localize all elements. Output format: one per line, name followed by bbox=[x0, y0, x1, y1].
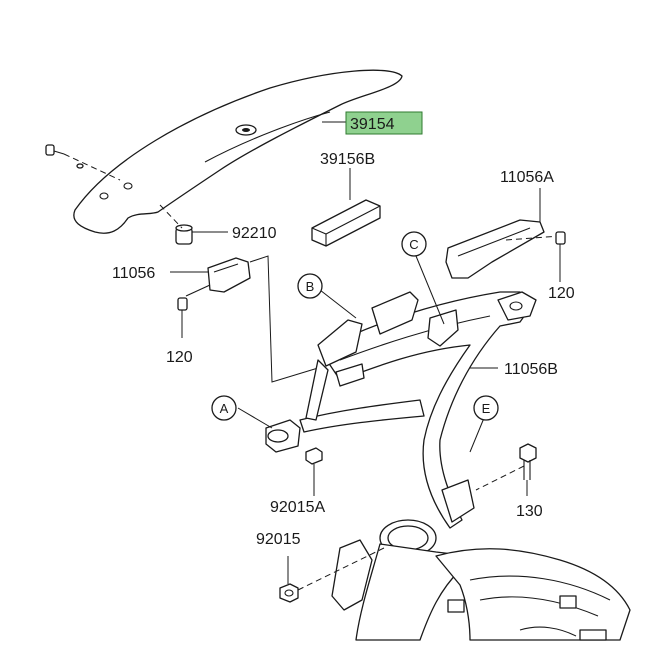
part-label-39156b[interactable]: 39156B bbox=[320, 151, 375, 168]
callout-a: A bbox=[211, 395, 237, 421]
highlight-box bbox=[345, 111, 423, 135]
part-label-11056b[interactable]: 11056B bbox=[504, 361, 558, 378]
nut-92015-part[interactable] bbox=[279, 547, 385, 603]
part-label-92210[interactable]: 92210 bbox=[232, 225, 277, 242]
bolt-130-part[interactable] bbox=[475, 443, 537, 496]
part-label-11056[interactable]: 11056 bbox=[112, 265, 155, 282]
part-label-130[interactable]: 130 bbox=[516, 503, 543, 520]
part-label-11056a[interactable]: 11056A bbox=[500, 169, 554, 186]
bracket-11056-part[interactable] bbox=[185, 257, 251, 297]
callout-b: B bbox=[297, 273, 323, 299]
part-label-39154[interactable]: 39154 bbox=[350, 116, 395, 133]
callout-c-label: C bbox=[409, 237, 418, 252]
rubber-mount-part[interactable] bbox=[265, 419, 301, 453]
callout-c: C bbox=[401, 231, 427, 257]
part-label-120-right[interactable]: 120 bbox=[548, 285, 575, 302]
sponge-part[interactable] bbox=[311, 199, 381, 247]
callout-e-label: E bbox=[482, 401, 491, 416]
windshield-part[interactable] bbox=[73, 69, 403, 234]
screw-icon bbox=[45, 144, 121, 181]
part-label-92015[interactable]: 92015 bbox=[256, 531, 301, 548]
nut-92015a-part[interactable] bbox=[305, 447, 323, 496]
collar-part[interactable] bbox=[175, 224, 193, 245]
bracket-11056a-part[interactable] bbox=[445, 219, 561, 279]
bolt-left-part[interactable] bbox=[177, 297, 188, 338]
callout-a-label: A bbox=[220, 401, 229, 416]
callout-e: E bbox=[473, 395, 499, 421]
part-label-92015a[interactable]: 92015A bbox=[270, 499, 325, 516]
part-label-120-left[interactable]: 120 bbox=[166, 349, 193, 366]
main-stay-part[interactable] bbox=[299, 291, 537, 529]
lower-frame-part[interactable] bbox=[331, 519, 631, 641]
callout-b-label: B bbox=[306, 279, 315, 294]
bolt-right-part[interactable] bbox=[555, 231, 566, 282]
